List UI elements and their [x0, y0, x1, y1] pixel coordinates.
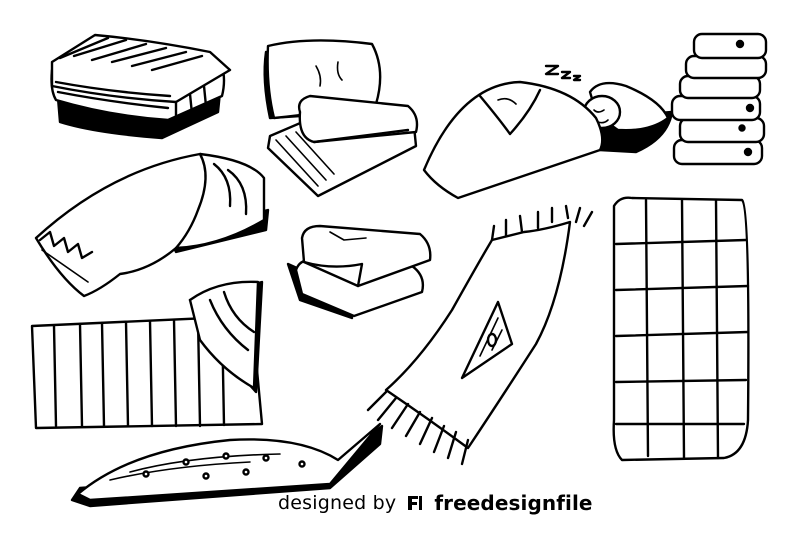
watermark: designed by freedesignfile — [278, 490, 593, 516]
freedesignfile-logo-icon — [408, 496, 423, 510]
quilted-grid-blanket-icon — [612, 196, 750, 462]
watermark-brand: freedesignfile — [434, 491, 593, 515]
draped-blanket-icon — [34, 152, 270, 298]
folded-towels-stack-icon — [286, 224, 432, 320]
fringed-rug-icon — [366, 204, 594, 466]
folded-striped-blankets-icon — [50, 33, 232, 140]
stack-of-blankets-icon — [670, 32, 768, 166]
striped-mat-icon — [30, 280, 264, 430]
watermark-prefix: designed by — [278, 492, 397, 514]
pillow-with-folded-blanket-icon — [263, 39, 419, 198]
sleeping-person-icon — [422, 64, 674, 200]
tufted-mat-icon — [70, 422, 384, 508]
